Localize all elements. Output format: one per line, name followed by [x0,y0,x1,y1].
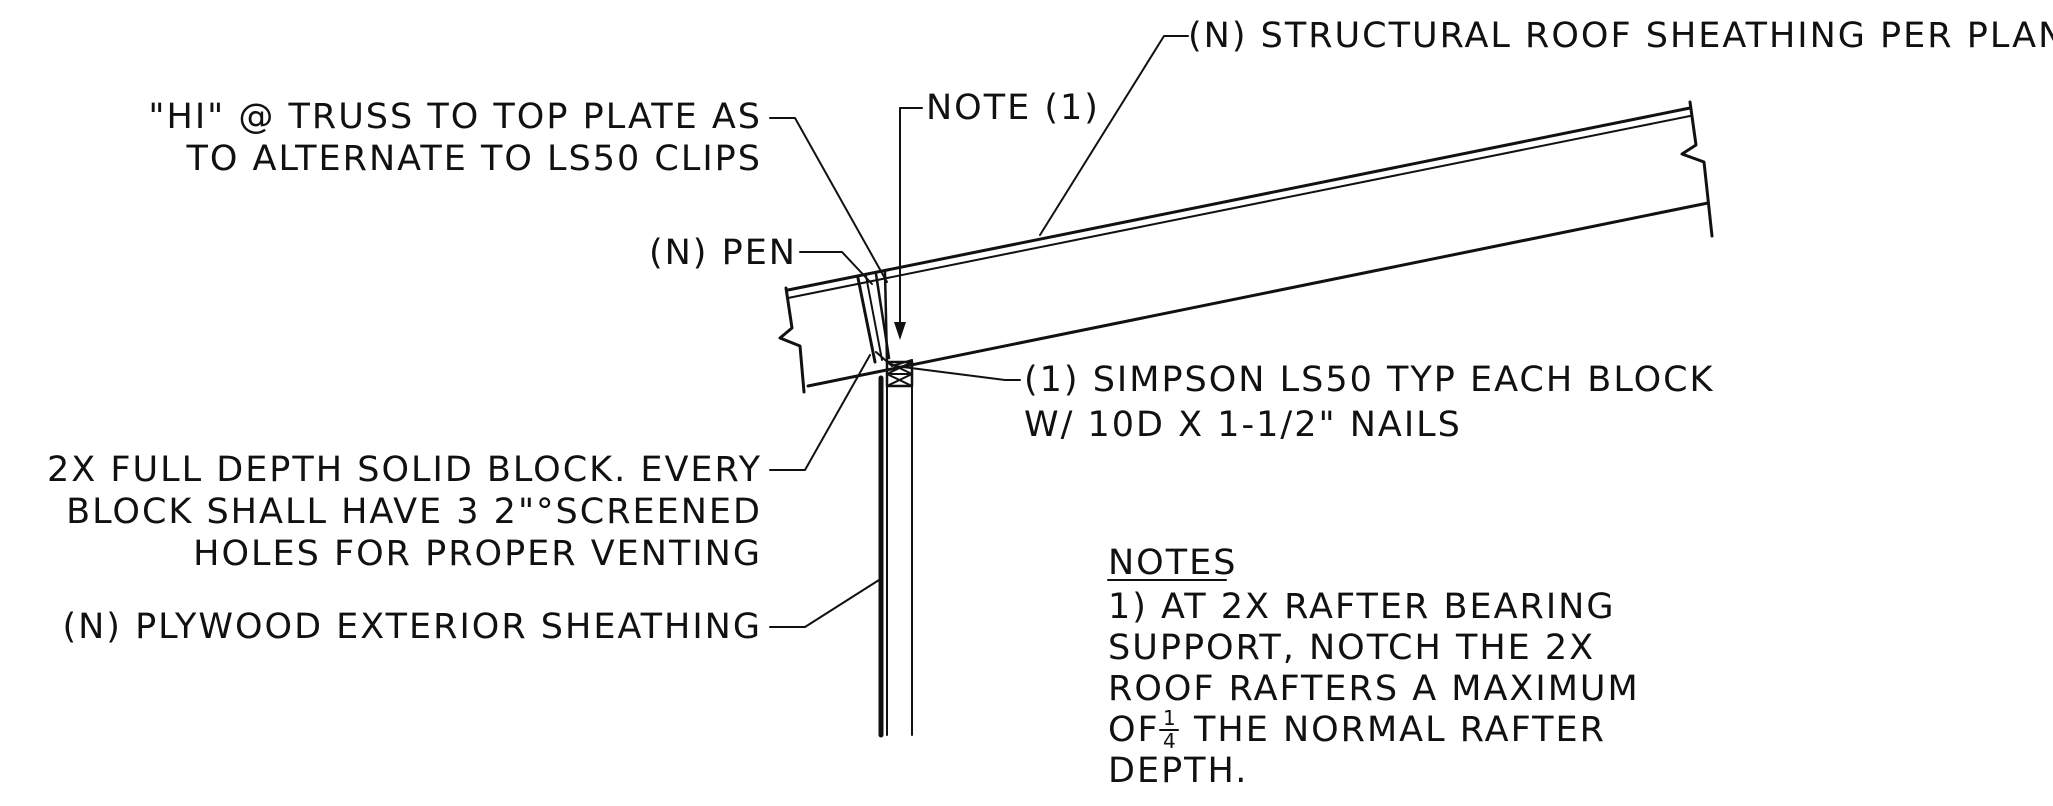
notes-line4-suffix: THE NORMAL RAFTER [1193,710,1606,750]
label-block-line3: HOLES FOR PROPER VENTING [193,534,762,574]
fraction-numerator: 1 [1163,706,1178,730]
wall [878,359,913,738]
rafter [786,106,1710,388]
label-block-line1: 2X FULL DEPTH SOLID BLOCK. EVERY [47,450,762,490]
roof-sheathing-bottom-line [787,115,1691,299]
notes-line5: DEPTH. [1108,751,1248,791]
rafter-break-left-symbol [778,286,806,394]
fraction-denominator: 4 [1163,729,1178,753]
label-simpson-line1: (1) SIMPSON LS50 TYP EACH BLOCK [1024,360,1715,400]
roof-sheathing-top-line [786,106,1692,292]
solid-block [856,270,913,367]
leader-pen [799,251,873,285]
notes-line3: ROOF RAFTERS A MAXIMUM [1108,669,1640,709]
notes-line4-prefix: OF [1108,710,1160,750]
notes-line1: 1) AT 2X RAFTER BEARING [1108,587,1615,627]
leaders [769,35,1189,628]
note-1-arrowhead [894,322,906,340]
leader-plywood [769,579,880,628]
label-hi-line1: "HI" @ TRUSS TO TOP PLATE AS [148,97,762,137]
rafter-bottom-edge [806,201,1710,388]
leader-roof-sheathing [1039,35,1189,236]
notes-block: NOTES 1) AT 2X RAFTER BEARING SUPPORT, N… [1107,543,1640,791]
label-note-ref: NOTE (1) [926,88,1100,128]
notes-heading: NOTES [1108,543,1237,583]
label-pen: (N) PEN [649,233,797,273]
leader-hi-clip [769,117,888,283]
label-simpson-line2: W/ 10D X 1-1/2" NAILS [1024,405,1462,445]
label-plywood: (N) PLYWOOD EXTERIOR SHEATHING [62,607,762,647]
leader-solid-block [769,354,871,471]
label-roof-sheathing: (N) STRUCTURAL ROOF SHEATHING PER PLAN [1188,16,2053,56]
label-block-line2: BLOCK SHALL HAVE 3 2"°SCREENED [66,492,762,532]
leader-note-1 [899,107,923,333]
notes-line2: SUPPORT, NOTCH THE 2X [1108,628,1595,668]
label-hi-line2: TO ALTERNATE TO LS50 CLIPS [185,139,762,179]
rafter-break-right-symbol [1680,100,1714,238]
leader-simpson [894,365,1021,381]
